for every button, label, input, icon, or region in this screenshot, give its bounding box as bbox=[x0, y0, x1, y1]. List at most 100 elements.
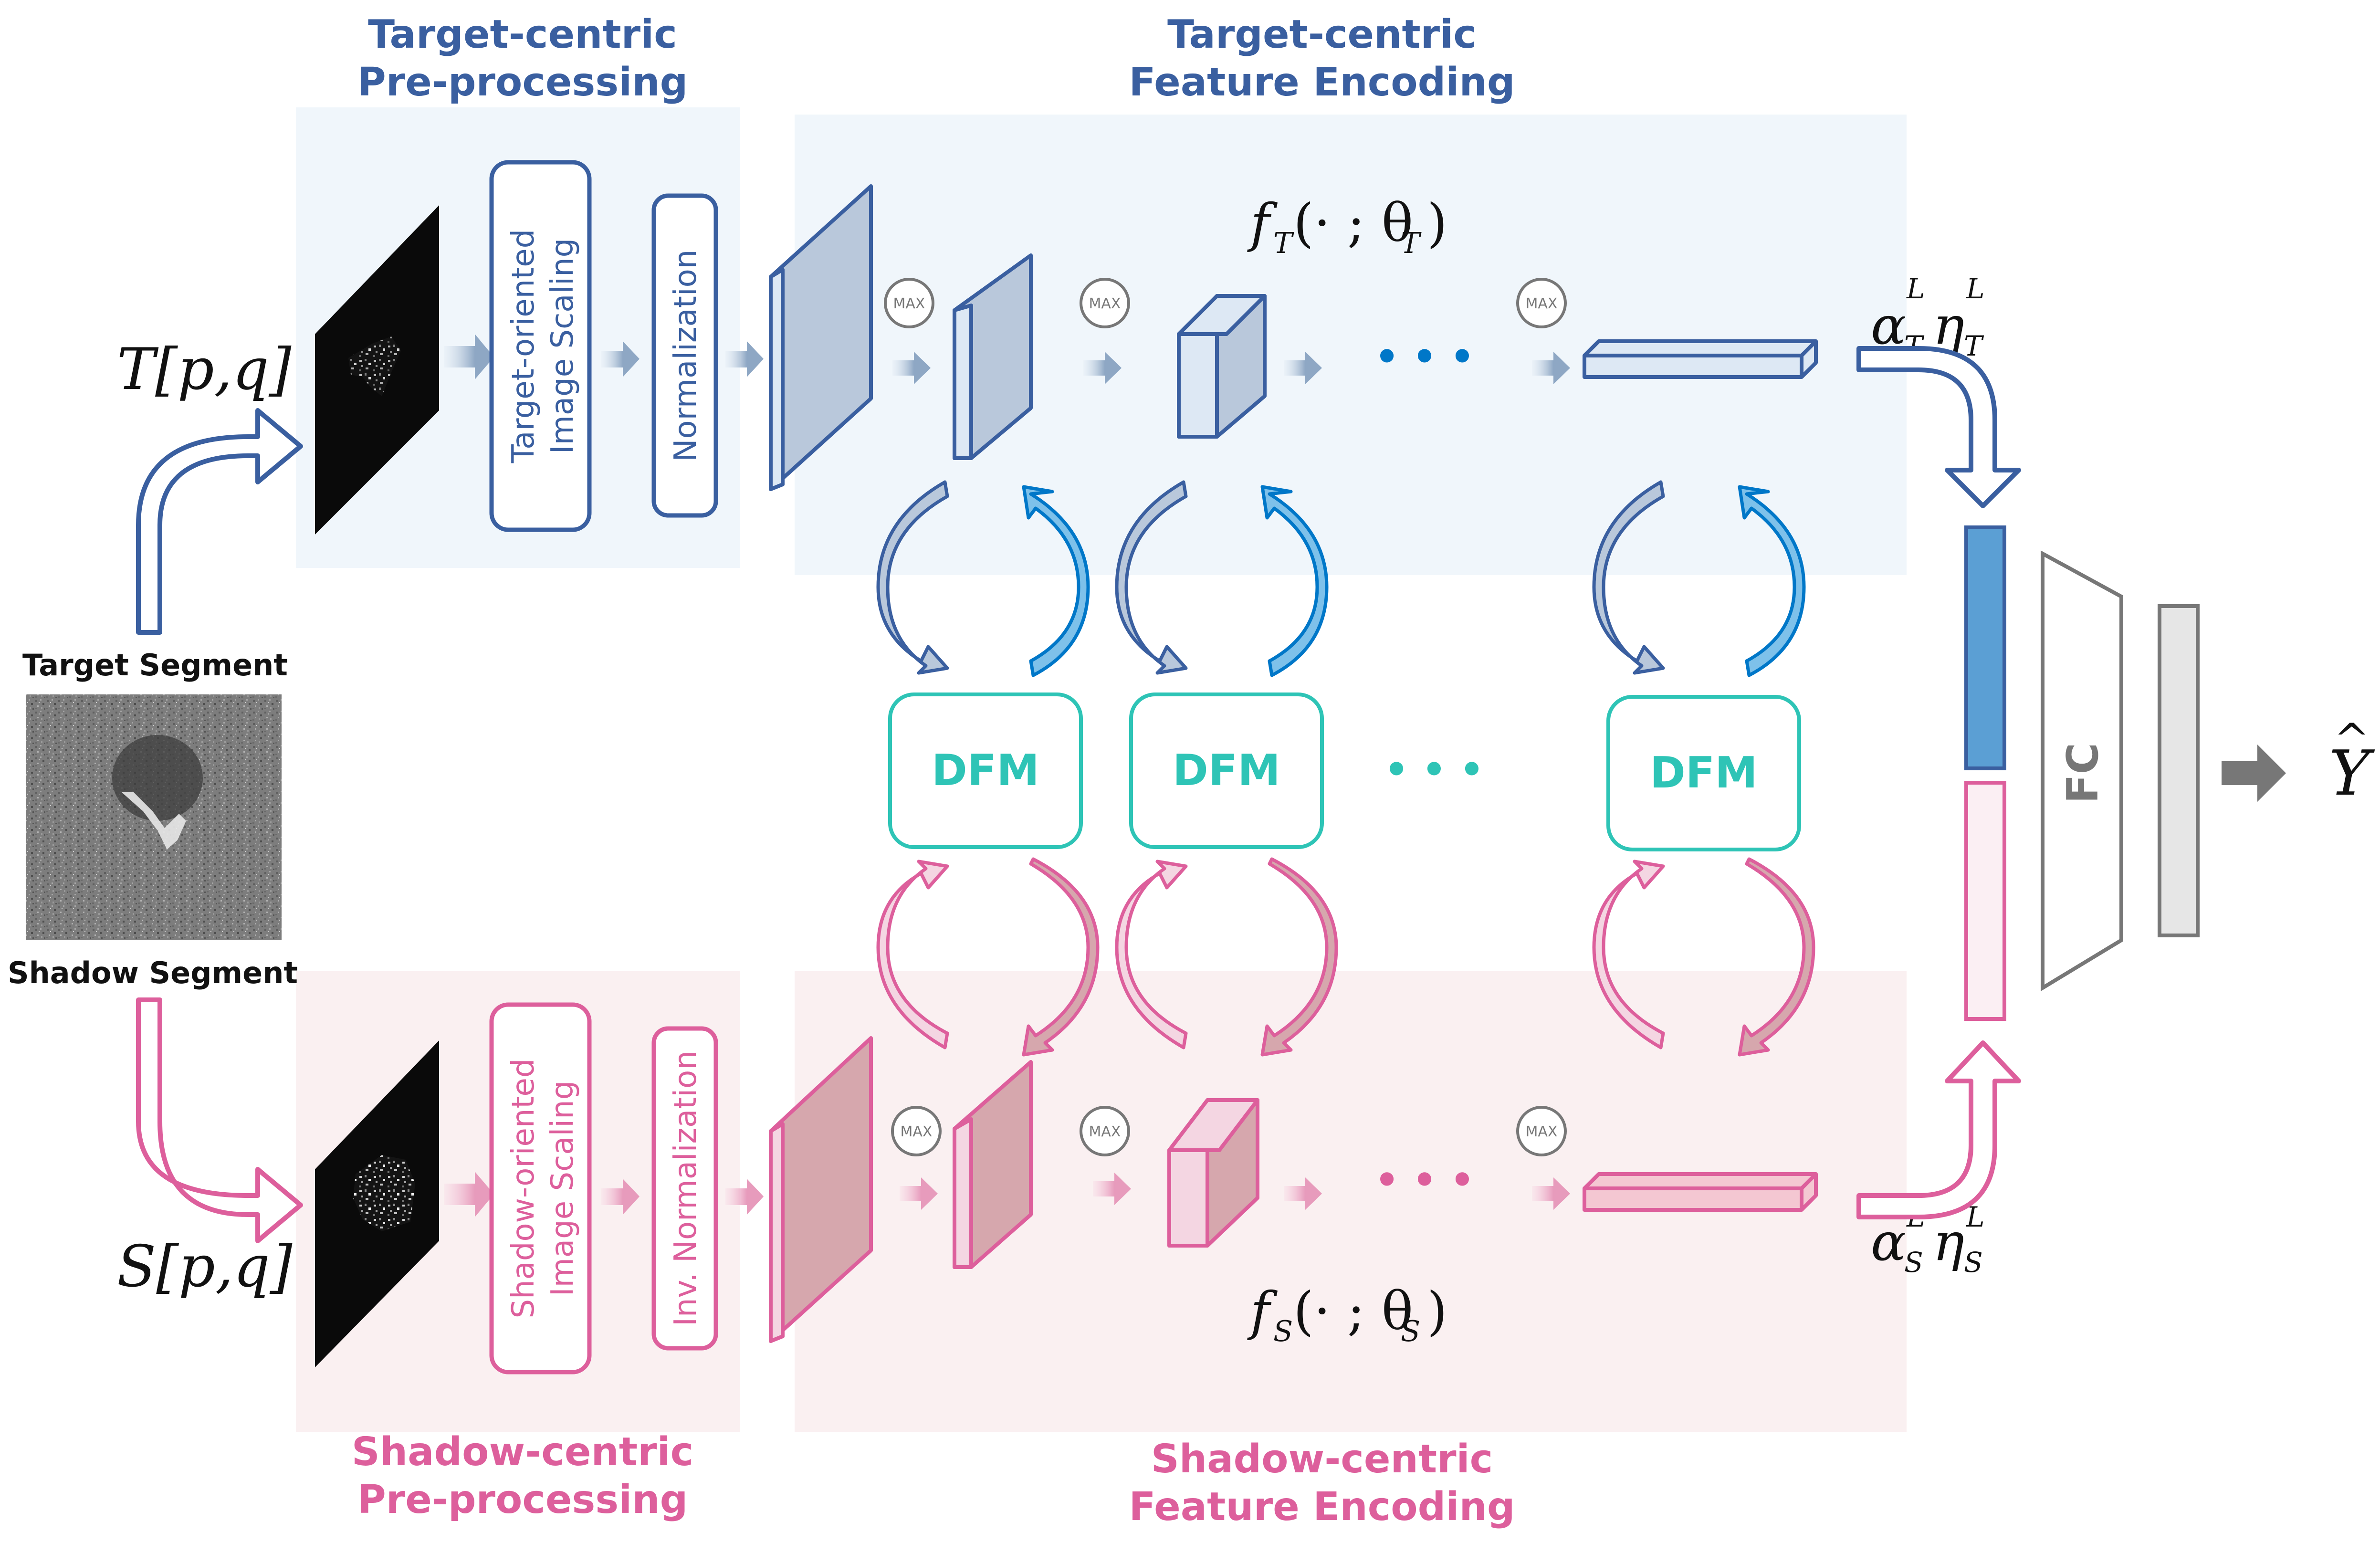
shadow-encoder-function-sub: S bbox=[1273, 1315, 1293, 1348]
maxpool-icon bbox=[1080, 1106, 1130, 1156]
shadow-input-arrow bbox=[136, 997, 303, 1243]
shadow-feature-map-3-top bbox=[1167, 1098, 1259, 1152]
target-feature-map-3-top bbox=[1177, 294, 1267, 336]
flow-arrow-head bbox=[1553, 1177, 1570, 1210]
curved-arrow-up-right bbox=[1022, 485, 1090, 677]
shadow-scaling-box[interactable] bbox=[489, 1002, 592, 1375]
shadow-normalization-box[interactable] bbox=[651, 1026, 718, 1351]
shadow-image-blob bbox=[353, 1155, 415, 1231]
curved-arrow-up-left bbox=[1115, 860, 1188, 1049]
maxpool-icon bbox=[1080, 278, 1130, 328]
curved-arrow-up-right bbox=[1260, 485, 1329, 677]
shadow-ellipsis: • • • bbox=[1374, 1158, 1474, 1202]
curved-arrow-up-right bbox=[1738, 485, 1806, 677]
target-weight-alpha-sup: L bbox=[1906, 273, 1925, 305]
curved-arrow-down-right bbox=[1022, 857, 1100, 1057]
curved-arrow-up-left bbox=[876, 860, 949, 1049]
flow-arrow bbox=[1532, 360, 1553, 376]
flow-arrow-head bbox=[747, 341, 764, 377]
fc-layer[interactable] bbox=[2041, 550, 2123, 992]
target-highlight bbox=[122, 792, 186, 850]
shadow-feature-map-1-side bbox=[769, 1122, 785, 1343]
target-weight-eta-sub: T bbox=[1964, 330, 1984, 362]
target-normalization-box[interactable] bbox=[651, 193, 718, 518]
shadow-encoder-close: ) bbox=[1427, 1280, 1447, 1342]
curved-arrow-down-right bbox=[1260, 857, 1338, 1057]
target-scaling-text-1: Target-oriented bbox=[506, 229, 541, 464]
target-scaling-box[interactable] bbox=[489, 160, 592, 532]
flow-arrow bbox=[1284, 1186, 1305, 1201]
shadow-feature-map-2-face bbox=[953, 1117, 973, 1269]
target-pre-title-2: Pre-processing bbox=[357, 60, 688, 105]
shadow-input-label: S[p,q] bbox=[117, 1234, 293, 1300]
target-scaling-text-2: Image Scaling bbox=[545, 238, 580, 454]
flow-arrow-head bbox=[475, 334, 494, 379]
curved-arrow-up-left bbox=[1592, 860, 1665, 1049]
target-enc-title-2: Feature Encoding bbox=[1129, 60, 1515, 105]
shadow-pre-title-2: Pre-processing bbox=[357, 1477, 688, 1522]
shadow-feature-map-3-face bbox=[1167, 1148, 1209, 1248]
dfm-label-3: DFM bbox=[1650, 748, 1758, 798]
shadow-encoder-theta-sub: S bbox=[1401, 1315, 1420, 1348]
maxpool-label: MAX bbox=[901, 1123, 933, 1140]
target-weight-eta-sup: L bbox=[1966, 273, 1985, 305]
shadow-region bbox=[112, 735, 203, 821]
target-feature-vector-edge bbox=[1800, 340, 1817, 357]
flow-arrow-head bbox=[914, 352, 931, 384]
flow-arrow bbox=[892, 360, 914, 376]
target-weight-alpha: α bbox=[1871, 295, 1906, 356]
shadow-output-arrow bbox=[1856, 1040, 2021, 1219]
flow-arrow bbox=[444, 346, 475, 367]
shadow-scaling-text-2: Image Scaling bbox=[545, 1081, 580, 1297]
flow-arrow bbox=[1093, 1181, 1114, 1196]
target-image-blob bbox=[348, 336, 401, 396]
flow-arrow bbox=[1284, 360, 1305, 376]
target-output-arrow bbox=[1856, 346, 2021, 508]
shadow-weight-eta: η bbox=[1933, 1211, 1964, 1272]
output-arrow-body bbox=[2222, 761, 2257, 785]
maxpool-label: MAX bbox=[1089, 295, 1121, 312]
target-feature-vector bbox=[1583, 339, 1818, 379]
dfm-module-1[interactable] bbox=[888, 693, 1083, 849]
curved-arrow-down-left bbox=[1592, 480, 1665, 675]
flow-arrow bbox=[725, 1188, 747, 1205]
flow-arrow-head bbox=[1105, 352, 1122, 384]
target-input-label: T[p,q] bbox=[117, 336, 292, 403]
target-feature-map-3-face bbox=[1177, 332, 1219, 439]
target-segment-label: Target Segment bbox=[22, 648, 288, 682]
dfm-ellipsis: • • • bbox=[1384, 747, 1484, 792]
target-feature-map-2-face bbox=[953, 304, 973, 460]
fc-label: FC bbox=[2058, 743, 2108, 804]
output-vector bbox=[2158, 604, 2200, 937]
prediction-output: Y bbox=[2329, 737, 2375, 809]
maxpool-icon bbox=[1516, 278, 1567, 328]
flow-arrow-head bbox=[1553, 352, 1570, 384]
target-feature-map-1-side bbox=[769, 268, 785, 491]
target-pre-title-1: Target-centric bbox=[368, 12, 677, 57]
maxpool-icon bbox=[1516, 1106, 1567, 1156]
target-input-arrow bbox=[136, 408, 303, 635]
flow-arrow-head bbox=[623, 341, 640, 377]
maxpool-label: MAX bbox=[1089, 1123, 1121, 1140]
shadow-weight-eta-sub: S bbox=[1964, 1246, 1983, 1279]
curved-arrow-down-left bbox=[876, 480, 949, 675]
dfm-label-1: DFM bbox=[932, 745, 1039, 796]
flow-arrow-head bbox=[921, 1177, 938, 1210]
shadow-segment-label: Shadow Segment bbox=[8, 955, 298, 990]
dfm-module-2[interactable] bbox=[1129, 693, 1324, 849]
shadow-pre-title-1: Shadow-centric bbox=[352, 1429, 694, 1475]
flow-arrow-head bbox=[1305, 352, 1322, 384]
flow-arrow-head bbox=[747, 1179, 764, 1215]
maxpool-icon bbox=[891, 1106, 942, 1156]
maxpool-label: MAX bbox=[1526, 295, 1558, 312]
target-encoder-theta-sub: T bbox=[1401, 227, 1422, 260]
target-enc-title-1: Target-centric bbox=[1167, 12, 1477, 57]
flow-arrow bbox=[601, 1188, 623, 1205]
shadow-encoder-function-args: (· ; θ bbox=[1293, 1280, 1413, 1342]
dfm-module-3[interactable] bbox=[1606, 695, 1801, 851]
target-weight-eta: η bbox=[1933, 295, 1964, 356]
flow-arrow bbox=[1083, 360, 1105, 376]
target-concat-vector bbox=[1964, 525, 2006, 770]
flow-arrow-head bbox=[1305, 1177, 1322, 1210]
